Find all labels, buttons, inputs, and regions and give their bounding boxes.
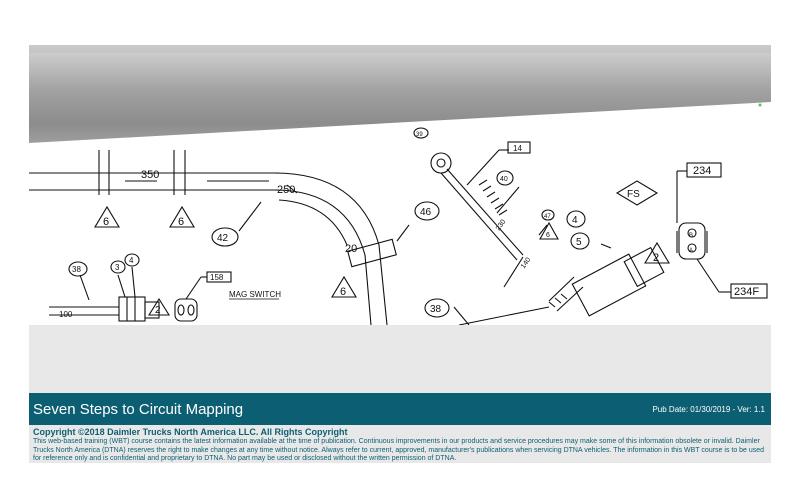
dimension-label: 230 — [495, 218, 507, 232]
dimension-label: 350 — [141, 169, 159, 181]
ring-terminal — [430, 152, 452, 174]
wiring-diagram: 350 250 20 100 140 230 6 6 6 6 2 2 FS — [29, 45, 771, 325]
callout-circle: 39 — [416, 132, 423, 138]
connector-clip — [347, 238, 397, 268]
course-title: Seven Steps to Circuit Mapping — [33, 400, 244, 418]
connector-234 — [678, 222, 706, 260]
callout-circle: 47 — [544, 214, 551, 220]
content-area — [29, 325, 771, 393]
wire-tag: 14 — [513, 144, 522, 153]
copyright-footer: Copyright ©2018 Daimler Trucks North Ame… — [29, 425, 771, 463]
course-title-bar: Seven Steps to Circuit Mapping Pub Date:… — [29, 393, 771, 425]
connector-plug — [118, 296, 146, 322]
reference-triangle: 6 — [546, 232, 550, 239]
callout-circle: 5 — [576, 237, 582, 248]
callout-circle: 46 — [420, 207, 432, 218]
mag-switch-label: MAG SWITCH — [229, 290, 281, 299]
callout-circle: 3 — [115, 263, 120, 272]
pin-label: A — [689, 248, 693, 254]
dimension-label: 100 — [59, 310, 73, 319]
reference-triangle: 6 — [178, 216, 184, 228]
callout-circle: 42 — [217, 233, 229, 244]
course-frame: 350 250 20 100 140 230 6 6 6 6 2 2 FS — [29, 45, 771, 463]
harness-curve — [273, 172, 388, 325]
reference-triangle: 6 — [340, 286, 346, 298]
connector-housing — [571, 253, 647, 317]
wiring-diagram-banner: 350 250 20 100 140 230 6 6 6 6 2 2 FS — [29, 45, 771, 325]
dimension-label: 250 — [277, 184, 295, 196]
copyright-heading: Copyright ©2018 Daimler Trucks North Ame… — [33, 427, 348, 437]
copyright-body: This web-based training (WBT) course con… — [33, 438, 765, 463]
callout-circle: 38 — [430, 304, 442, 315]
wire-tag: 234 — [693, 165, 711, 177]
dimension-label: 20 — [345, 243, 357, 255]
callout-circle: 4 — [572, 215, 578, 226]
reference-triangle: 6 — [103, 216, 109, 228]
harness-curve — [273, 189, 372, 325]
wire-tag: 234F — [734, 286, 759, 298]
callout-circle: 40 — [500, 176, 508, 183]
callout-circle: 4 — [129, 256, 134, 265]
callout-circle: 38 — [72, 265, 81, 274]
pin-label: B — [689, 233, 693, 239]
pub-date: Pub Date: 01/30/2019 - Ver: 1.1 — [652, 404, 765, 414]
reference-triangle: 2 — [653, 252, 659, 264]
wire-tag: 158 — [210, 273, 224, 282]
reference-triangle: 2 — [155, 305, 161, 316]
status-dot — [758, 103, 762, 107]
fs-diamond: FS — [627, 189, 640, 200]
metal-header-band — [29, 45, 771, 143]
